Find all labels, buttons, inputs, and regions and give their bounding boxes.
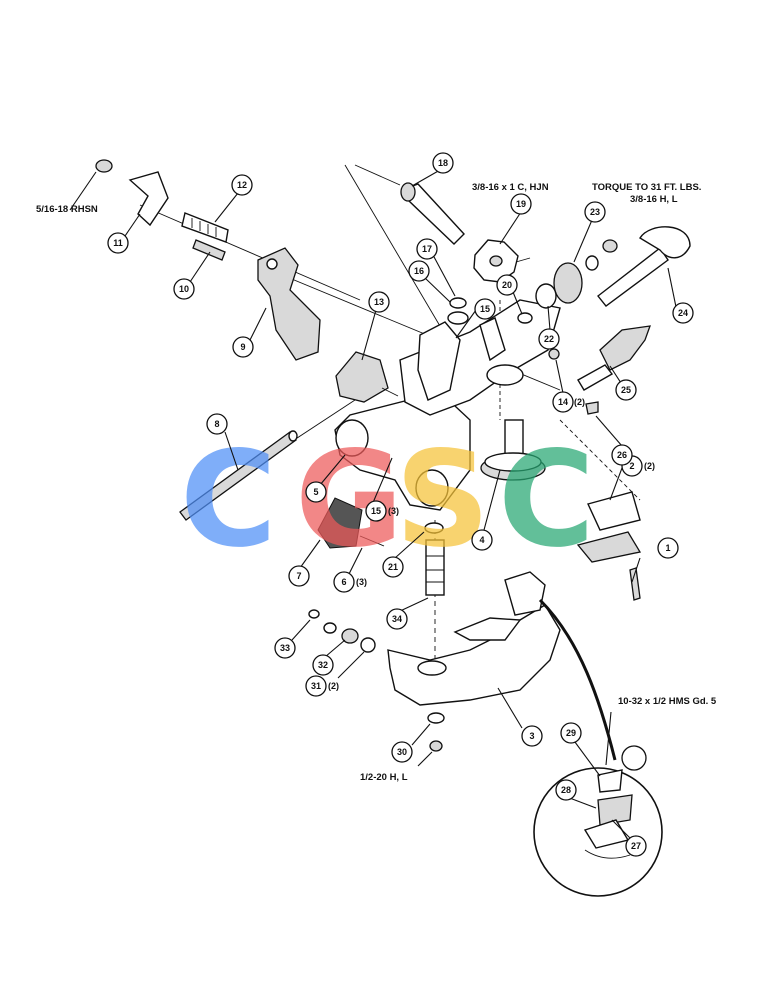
svg-text:7: 7 bbox=[296, 571, 301, 581]
callout-32: 32 bbox=[312, 654, 334, 676]
callout-10: 10 bbox=[173, 278, 195, 300]
svg-text:(2): (2) bbox=[574, 397, 585, 407]
svg-text:25: 25 bbox=[621, 385, 631, 395]
callout-14: 14 (2) bbox=[552, 391, 585, 413]
note-hex-spec: 1/2-20 H, L bbox=[360, 772, 408, 783]
svg-text:30: 30 bbox=[397, 747, 407, 757]
callout-4: 4 bbox=[471, 529, 493, 551]
note-nut-spec: 3/8-16 H, L bbox=[630, 194, 678, 205]
callout-18: 18 bbox=[432, 152, 454, 174]
callout-15a: 15 bbox=[474, 298, 496, 320]
svg-text:22: 22 bbox=[544, 334, 554, 344]
svg-text:17: 17 bbox=[422, 244, 432, 254]
callout-21: 21 bbox=[382, 556, 404, 578]
svg-text:24: 24 bbox=[678, 308, 688, 318]
svg-text:(3): (3) bbox=[356, 577, 367, 587]
svg-text:15: 15 bbox=[371, 506, 381, 516]
svg-text:6: 6 bbox=[341, 577, 346, 587]
svg-text:8: 8 bbox=[214, 419, 219, 429]
callout-8: 8 bbox=[206, 413, 228, 435]
svg-text:27: 27 bbox=[631, 841, 641, 851]
callout-27: 27 bbox=[625, 835, 647, 857]
callout-24: 24 bbox=[672, 302, 694, 324]
svg-text:19: 19 bbox=[516, 199, 526, 209]
parts-drawing bbox=[95, 159, 691, 897]
callout-31: 31 (2) bbox=[305, 675, 339, 697]
watermark-letter-3: S bbox=[395, 423, 490, 577]
note-torque: TORQUE TO 31 FT. LBS. bbox=[592, 182, 701, 193]
svg-text:2: 2 bbox=[629, 461, 634, 471]
svg-text:34: 34 bbox=[392, 614, 402, 624]
callout-6: 6 (3) bbox=[333, 571, 367, 593]
callout-34: 34 bbox=[386, 608, 408, 630]
callout-12: 12 bbox=[231, 174, 253, 196]
callout-7: 7 bbox=[288, 565, 310, 587]
svg-text:14: 14 bbox=[558, 397, 568, 407]
callout-23: 23 bbox=[584, 201, 606, 223]
callouts: 1 2 (2) 3 4 5 6 (3) 7 8 9 10 11 12 13 14 (2… bbox=[107, 152, 694, 857]
callout-28: 28 bbox=[555, 779, 577, 801]
svg-text:12: 12 bbox=[237, 180, 247, 190]
callout-3: 3 bbox=[521, 725, 543, 747]
svg-text:23: 23 bbox=[590, 207, 600, 217]
callout-19: 19 bbox=[510, 193, 532, 215]
svg-text:13: 13 bbox=[374, 297, 384, 307]
svg-text:31: 31 bbox=[311, 681, 321, 691]
svg-text:18: 18 bbox=[438, 158, 448, 168]
svg-text:(2): (2) bbox=[644, 461, 655, 471]
leader-lines bbox=[69, 169, 677, 839]
text-notes: 5/16-18 RHSN 3/8-16 x 1 C, HJN TORQUE TO… bbox=[36, 182, 717, 783]
callout-5: 5 bbox=[305, 481, 327, 503]
svg-text:9: 9 bbox=[240, 342, 245, 352]
callout-33: 33 bbox=[274, 637, 296, 659]
svg-text:33: 33 bbox=[280, 643, 290, 653]
svg-text:3: 3 bbox=[529, 731, 534, 741]
callout-9: 9 bbox=[232, 336, 254, 358]
callout-15b: 15 (3) bbox=[365, 500, 399, 522]
svg-text:28: 28 bbox=[561, 785, 571, 795]
svg-text:15: 15 bbox=[480, 304, 490, 314]
svg-text:16: 16 bbox=[414, 266, 424, 276]
callout-17: 17 bbox=[416, 238, 438, 260]
watermark-letter-4: C bbox=[498, 423, 595, 577]
callout-30: 30 bbox=[391, 741, 413, 763]
callout-13: 13 bbox=[368, 291, 390, 313]
svg-text:11: 11 bbox=[113, 238, 123, 248]
callout-11: 11 bbox=[107, 232, 129, 254]
callout-1: 1 bbox=[657, 537, 679, 559]
note-rhsn: 5/16-18 RHSN bbox=[36, 204, 98, 215]
watermark-letter-1: C bbox=[180, 423, 277, 577]
svg-text:10: 10 bbox=[179, 284, 189, 294]
svg-text:32: 32 bbox=[318, 660, 328, 670]
svg-text:4: 4 bbox=[479, 535, 484, 545]
svg-text:29: 29 bbox=[566, 728, 576, 738]
callout-29: 29 bbox=[560, 722, 582, 744]
svg-text:26: 26 bbox=[617, 450, 627, 460]
svg-text:1: 1 bbox=[665, 543, 670, 553]
svg-text:(3): (3) bbox=[388, 506, 399, 516]
note-bolt-spec: 3/8-16 x 1 C, HJN bbox=[472, 182, 549, 193]
note-hms-spec: 10-32 x 1/2 HMS Gd. 5 bbox=[618, 696, 717, 707]
svg-text:(2): (2) bbox=[328, 681, 339, 691]
callout-25: 25 bbox=[615, 379, 637, 401]
svg-text:21: 21 bbox=[388, 562, 398, 572]
callout-22: 22 bbox=[538, 328, 560, 350]
svg-text:20: 20 bbox=[502, 280, 512, 290]
watermark: C G S C bbox=[180, 423, 595, 577]
callout-26: 26 bbox=[611, 444, 633, 466]
callout-16: 16 bbox=[408, 260, 430, 282]
callout-20: 20 bbox=[496, 274, 518, 296]
svg-text:5: 5 bbox=[313, 487, 318, 497]
